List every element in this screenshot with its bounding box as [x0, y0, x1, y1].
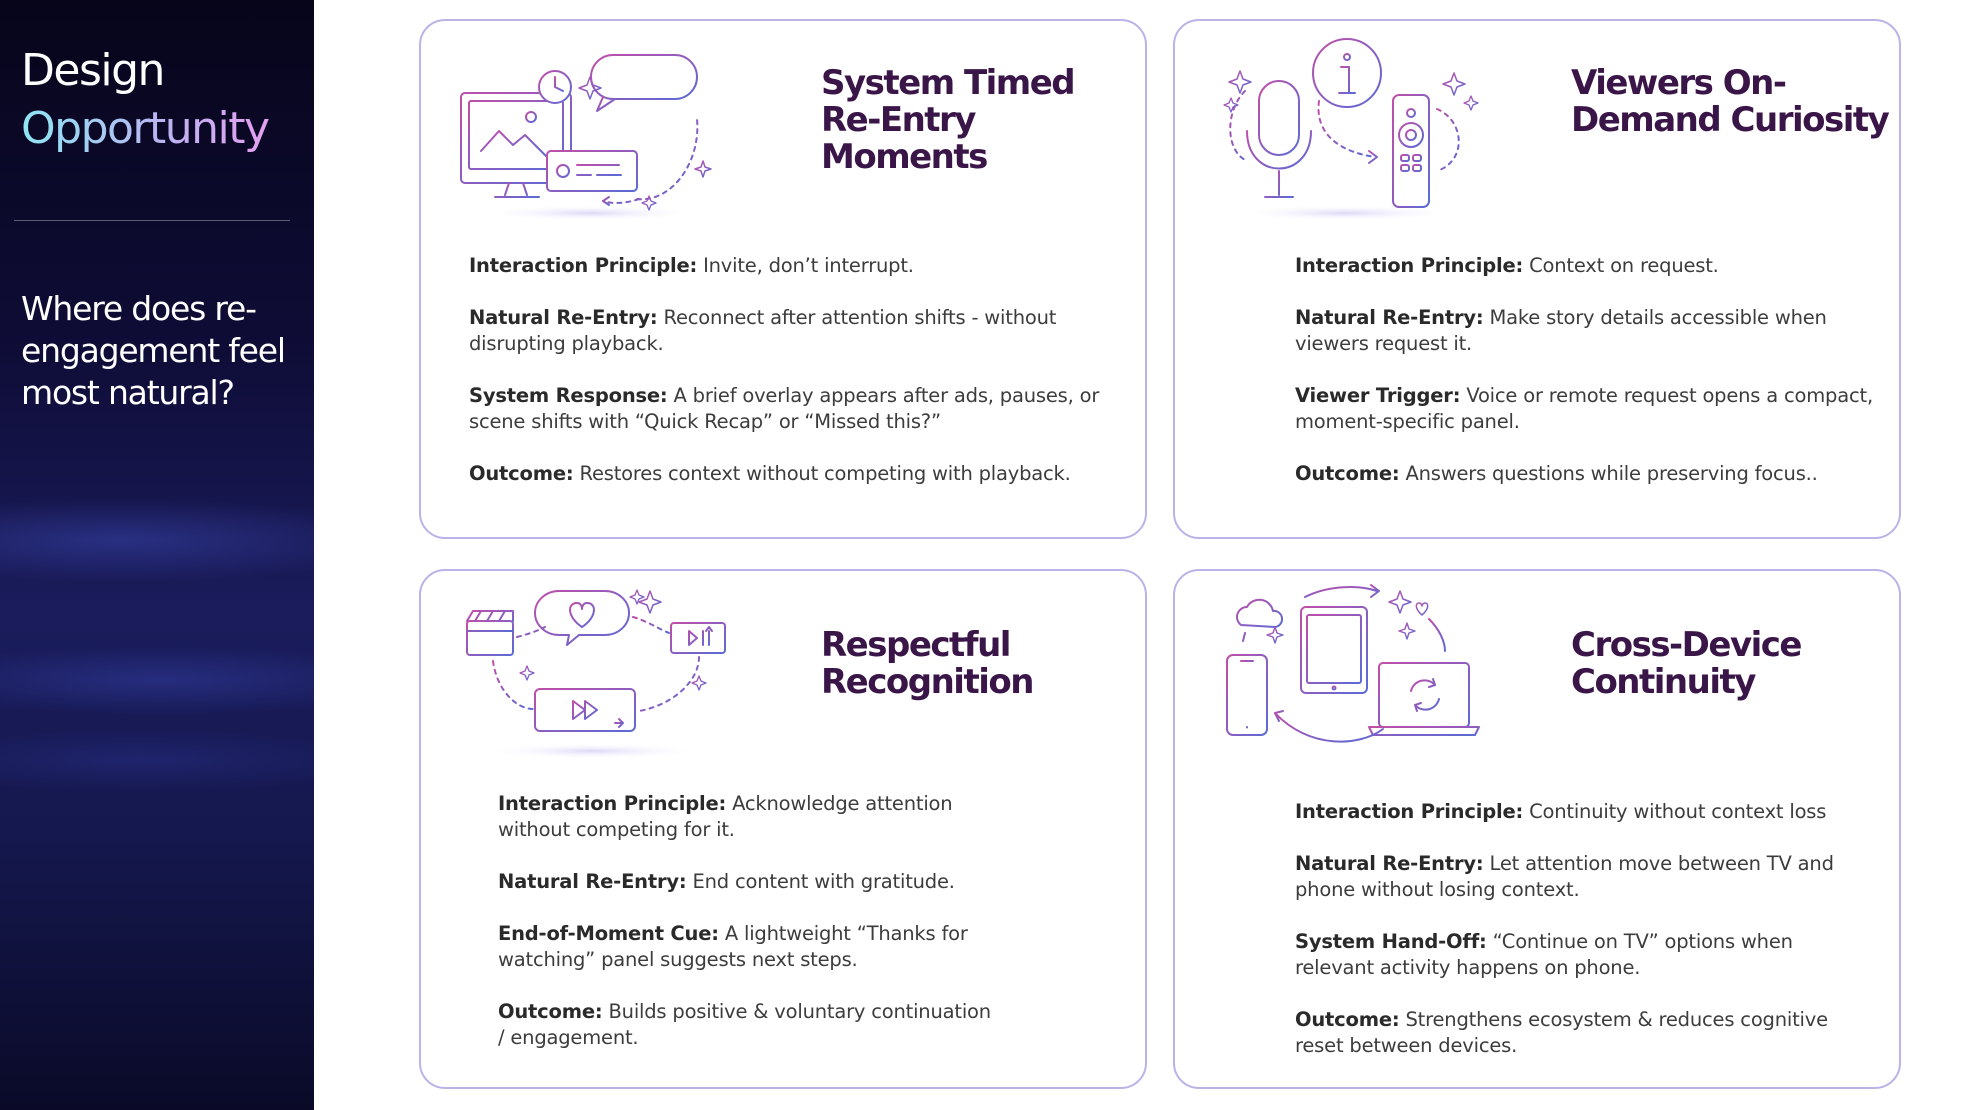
row-label: Interaction Principle:: [1295, 800, 1524, 823]
microphone-info-remote-icon: [1215, 31, 1515, 221]
sidebar-title-line1: Design: [21, 45, 165, 96]
card-row: End-of-Moment Cue: A lightweight “Thanks…: [498, 921, 998, 973]
card-row: Interaction Principle: Acknowledge atten…: [498, 791, 998, 843]
card-row: Interaction Principle: Continuity withou…: [1295, 799, 1875, 825]
row-label: System Response:: [469, 384, 668, 407]
card-title: Respectful Recognition: [821, 625, 1034, 702]
row-label: Natural Re-Entry:: [1295, 852, 1484, 875]
row-text: Invite, don’t interrupt.: [697, 254, 914, 277]
card-body: Interaction Principle: Continuity withou…: [1295, 799, 1875, 1085]
row-text: A brief overlay appears after ads, pause…: [469, 384, 1100, 433]
card-row: Interaction Principle: Invite, don’t int…: [469, 253, 1109, 279]
row-label: Outcome:: [469, 462, 574, 485]
sidebar-title-line2: Opportunity: [21, 100, 270, 158]
phone-tablet-laptop-sync-icon: [1219, 579, 1519, 769]
row-label: Outcome:: [1295, 462, 1400, 485]
row-text: A lightweight “Thanks for watching” pane…: [498, 922, 968, 971]
row-label: Interaction Principle:: [1295, 254, 1524, 277]
row-text: “Continue on TV” options when relevant a…: [1295, 930, 1793, 979]
card-row: System Response: A brief overlay appears…: [469, 383, 1109, 435]
row-label: Outcome:: [1295, 1008, 1400, 1031]
row-text: Restores context without competing with …: [573, 462, 1071, 485]
card-row: Viewer Trigger: Voice or remote request …: [1295, 383, 1875, 435]
row-text: End content with gratitude.: [686, 870, 955, 893]
card-body: Interaction Principle: Context on reques…: [1295, 253, 1875, 513]
card-cross-device: Cross-Device Continuity Interaction Prin…: [1173, 569, 1901, 1089]
row-label: Outcome:: [498, 1000, 603, 1023]
card-row: Outcome: Strengthens ecosystem & reduces…: [1295, 1007, 1875, 1059]
row-text: Strengthens ecosystem & reduces cognitiv…: [1295, 1008, 1828, 1057]
card-row: Interaction Principle: Context on reques…: [1295, 253, 1875, 279]
card-row: Outcome: Answers questions while preserv…: [1295, 461, 1875, 487]
card-body: Interaction Principle: Acknowledge atten…: [498, 791, 998, 1077]
card-row: Outcome: Builds positive & voluntary con…: [498, 999, 998, 1051]
card-title: Viewers On-Demand Curiosity: [1571, 63, 1890, 140]
row-label: Interaction Principle:: [498, 792, 727, 815]
card-system-timed: System Timed Re-Entry Moments Interactio…: [419, 19, 1147, 539]
row-text: Acknowledge attention without competing …: [498, 792, 953, 841]
card-respectful-recognition: Respectful Recognition Interaction Princ…: [419, 569, 1147, 1089]
row-label: End-of-Moment Cue:: [498, 922, 719, 945]
card-row: System Hand-Off: “Continue on TV” option…: [1295, 929, 1875, 981]
sidebar: Design Opportunity Where does re-engagem…: [0, 0, 314, 1110]
card-title: Cross-Device Continuity: [1571, 625, 1802, 702]
card-row: Natural Re-Entry: Make story details acc…: [1295, 305, 1875, 357]
card-row: Outcome: Restores context without compet…: [469, 461, 1109, 487]
sidebar-question: Where does re-engagement feel most natur…: [21, 289, 286, 412]
row-text: Make story details accessible when viewe…: [1295, 306, 1827, 355]
row-label: System Hand-Off:: [1295, 930, 1487, 953]
row-text: Voice or remote request opens a compact,…: [1295, 384, 1873, 433]
row-text: Reconnect after attention shifts - witho…: [469, 306, 1057, 355]
row-text: Builds positive & voluntary continuation…: [498, 1000, 991, 1049]
row-label: Natural Re-Entry:: [469, 306, 658, 329]
row-text: Answers questions while preserving focus…: [1399, 462, 1818, 485]
card-on-demand: Viewers On-Demand Curiosity Interaction …: [1173, 19, 1901, 539]
card-row: Natural Re-Entry: Reconnect after attent…: [469, 305, 1109, 357]
card-row: Natural Re-Entry: End content with grati…: [498, 869, 998, 895]
card-row: Natural Re-Entry: Let attention move bet…: [1295, 851, 1875, 903]
sidebar-title: Design Opportunity: [21, 42, 270, 158]
monitor-clock-chat-icon: [451, 33, 751, 223]
card-body: Interaction Principle: Invite, don’t int…: [469, 253, 1109, 513]
sidebar-divider: [14, 220, 290, 221]
row-label: Interaction Principle:: [469, 254, 698, 277]
row-text: Let attention move between TV and phone …: [1295, 852, 1834, 901]
row-text: Context on request.: [1523, 254, 1719, 277]
card-title: System Timed Re-Entry Moments: [821, 63, 1076, 177]
row-text: Continuity without context loss: [1523, 800, 1827, 823]
row-label: Natural Re-Entry:: [498, 870, 687, 893]
clapper-heart-play-icon: [463, 581, 763, 771]
row-label: Natural Re-Entry:: [1295, 306, 1484, 329]
row-label: Viewer Trigger:: [1295, 384, 1461, 407]
